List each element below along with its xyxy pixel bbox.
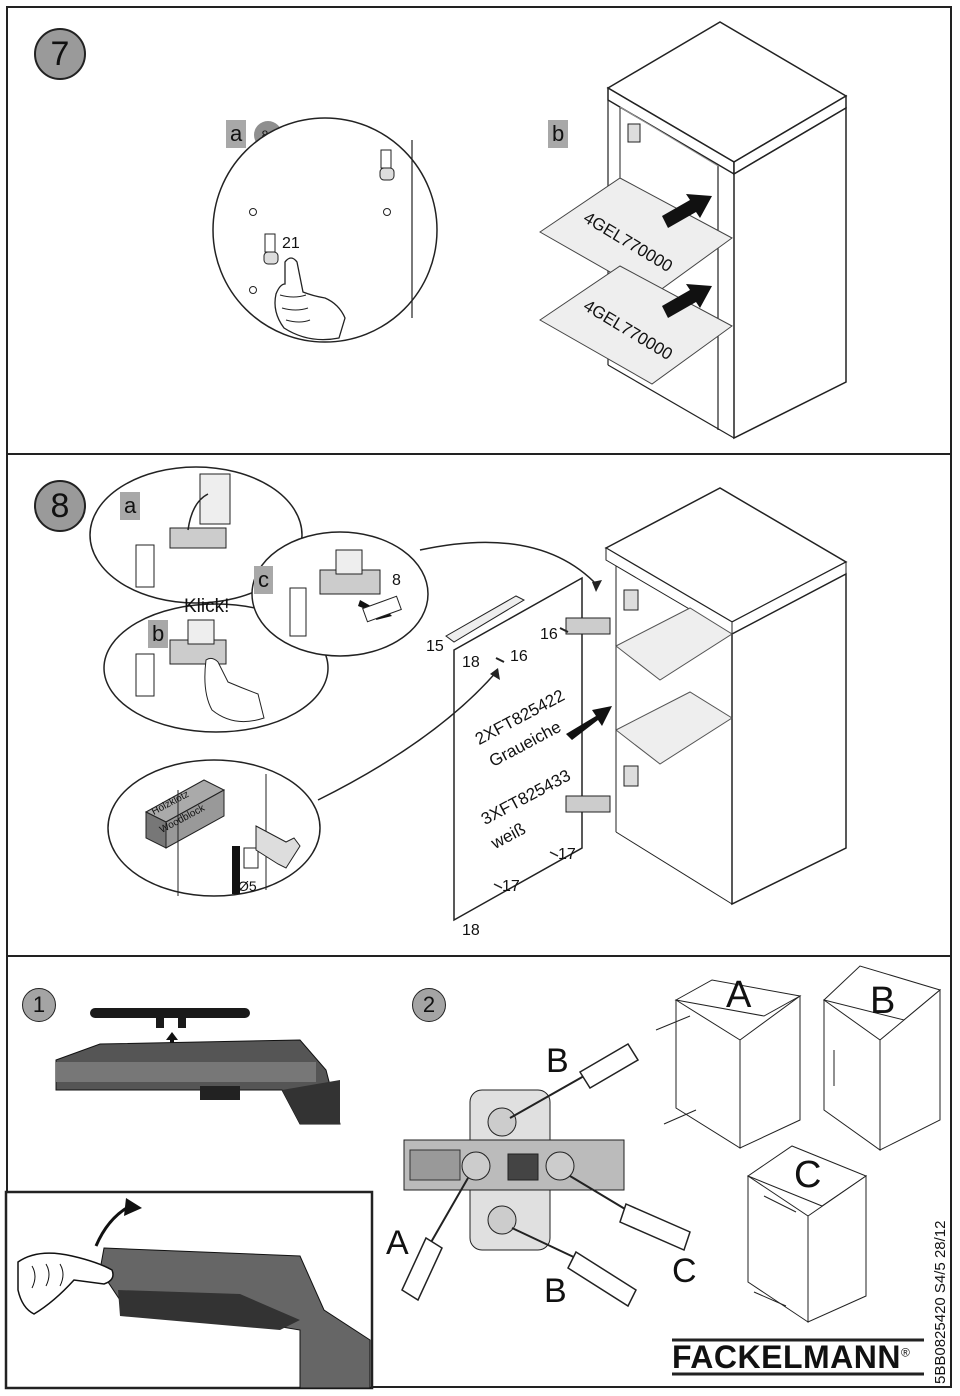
registered-mark: ® (900, 1345, 911, 1360)
view-label-c: C (794, 1154, 822, 1196)
step7-number: 7 (34, 28, 86, 80)
brand-name: FACKELMANN (672, 1339, 901, 1375)
divider-step8-adjust (6, 955, 952, 957)
screw-label-c: C (672, 1252, 697, 1290)
step8b-label: b (148, 620, 169, 648)
screw-label-b-bottom: B (544, 1272, 567, 1310)
step8-number: 8 (34, 480, 86, 532)
step8a-label: a (120, 492, 141, 520)
step7a-part-number: 21 (282, 235, 300, 252)
door-part-16-right: 16 (540, 626, 558, 643)
step8c-label: c (254, 566, 273, 594)
document-id: 5BB0825420 S4/5 28/12 (932, 1220, 949, 1384)
view-label-b: B (870, 980, 896, 1022)
screw-label-a: A (386, 1224, 409, 1262)
adjust-step2-number: 2 (412, 988, 446, 1022)
step7a-detail-illustration (212, 117, 438, 343)
brand-logo: FACKELMANN® (672, 1339, 910, 1376)
screw-label-b-top: B (546, 1042, 569, 1080)
door-part-16-left: 16 (510, 648, 528, 665)
step7a-label: a (226, 120, 247, 148)
door-part-15: 15 (426, 638, 444, 655)
door-part-17-left: 17 (502, 878, 520, 895)
door-part-18-bottom: 18 (462, 922, 480, 939)
step8-hinge-details (89, 466, 848, 922)
divider-step7-step8 (6, 453, 952, 455)
door-part-18-top: 18 (462, 654, 480, 671)
step7b-label: b (548, 120, 569, 148)
step8b-click-text: Klick! (184, 596, 230, 617)
drill-size: Ø5 (238, 878, 257, 894)
step7b-cabinet-illustration (539, 21, 848, 440)
door-part-17-right: 17 (558, 846, 576, 863)
adjust-step1-number: 1 (22, 988, 56, 1022)
view-label-a: A (726, 974, 752, 1016)
step8c-part-number: 8 (392, 572, 401, 589)
page-frame (6, 6, 952, 1388)
